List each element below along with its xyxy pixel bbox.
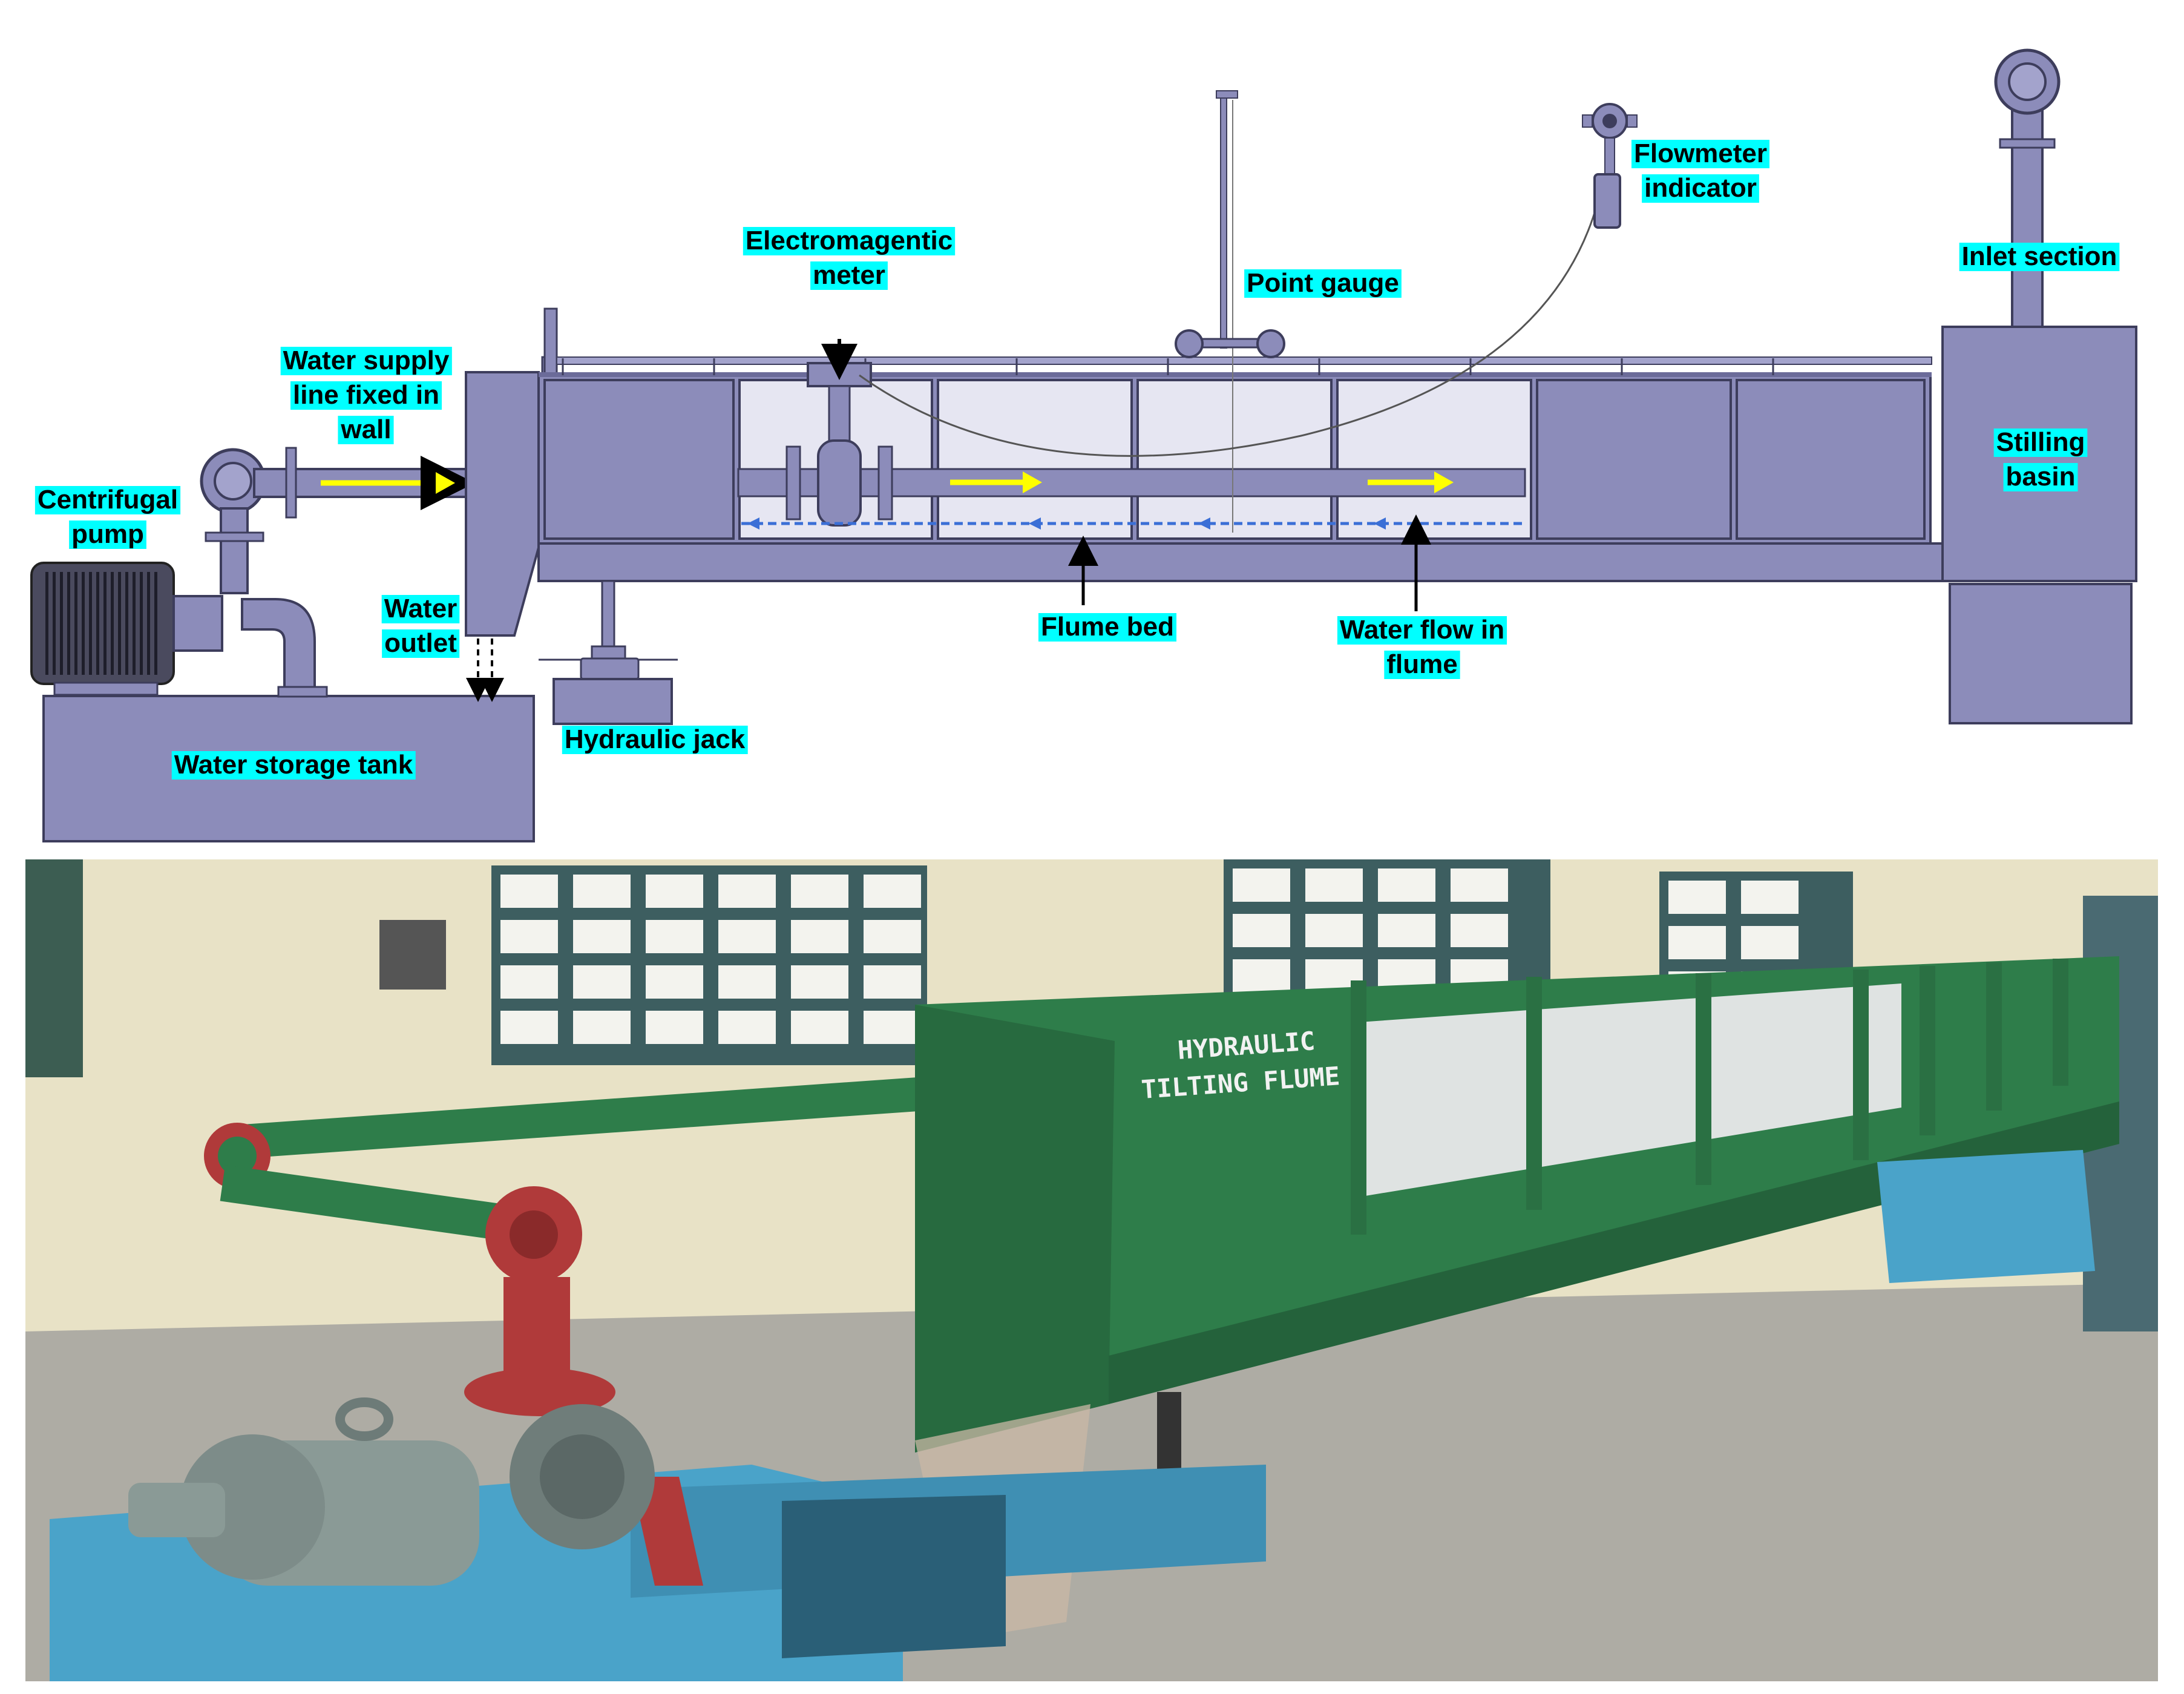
photo-wall-pipe xyxy=(204,1077,928,1250)
label-line: outlet xyxy=(384,628,457,658)
label-line: Water storage tank xyxy=(174,750,413,780)
label-point-gauge: Point gauge xyxy=(1244,268,1402,298)
label-line: Electromagentic xyxy=(746,226,953,255)
flume-schematic-diagram: Centrifugal pump Water supply line fixed in… xyxy=(30,48,2137,842)
label-line: Water flow in xyxy=(1340,615,1504,645)
flowmeter-indicator xyxy=(859,103,1638,457)
label-line: Inlet section xyxy=(1962,241,2117,271)
inlet-section-pipe xyxy=(1994,48,2061,328)
label-water-storage-tank: Water storage tank xyxy=(171,750,416,780)
label-line: flume xyxy=(1386,649,1457,679)
label-line: Flume bed xyxy=(1041,612,1174,642)
label-line: Point gauge xyxy=(1247,268,1399,298)
label-line: Water supply xyxy=(283,346,450,375)
centrifugal-pump xyxy=(200,448,328,698)
water-supply-pipe xyxy=(253,447,475,519)
stilling-basin xyxy=(1941,326,2137,724)
label-line: wall xyxy=(340,415,391,444)
label-line: Centrifugal xyxy=(38,485,178,514)
label-inlet-section: Inlet section xyxy=(1959,241,2120,271)
label-electromagnetic-meter: Electromagentic meter xyxy=(743,226,956,290)
label-line: indicator xyxy=(1644,173,1757,203)
label-hydraulic-jack: Hydraulic jack xyxy=(562,724,748,754)
label-line: line fixed in xyxy=(293,380,439,410)
point-gauge xyxy=(1175,90,1285,533)
flume-photograph: HYDRAULIC TILTING FLUME xyxy=(25,859,2158,1681)
label-flowmeter-indicator: Flowmeter indicator xyxy=(1631,139,1770,203)
electromagnetic-meter xyxy=(785,339,893,527)
label-line: Flowmeter xyxy=(1634,139,1767,168)
hydraulic-jack xyxy=(539,580,678,725)
label-stilling-basin: Stilling basin xyxy=(1993,427,2088,491)
label-water-supply-line: Water supply line fixed in wall xyxy=(280,346,452,444)
flume-body xyxy=(537,307,2130,582)
label-line: Water xyxy=(384,594,457,623)
label-flume-bed: Flume bed xyxy=(1038,612,1177,642)
label-line: basin xyxy=(2006,462,2076,491)
inner-pipe xyxy=(737,468,1526,497)
label-water-flow: Water flow in flume xyxy=(1337,615,1507,679)
outlet-box xyxy=(465,371,540,702)
label-line: Stilling xyxy=(1996,427,2085,457)
label-water-outlet: Water outlet xyxy=(381,594,460,658)
water-flow-dashed-line xyxy=(741,517,1522,530)
label-centrifugal-pump: Centrifugal pump xyxy=(34,485,181,549)
label-line: pump xyxy=(71,519,144,549)
photo-electric-box xyxy=(379,920,446,990)
label-line: Hydraulic jack xyxy=(565,724,746,754)
pump-motor xyxy=(30,562,223,696)
photo-motor-pump xyxy=(128,1397,655,1586)
photo-flume: HYDRAULIC TILTING FLUME xyxy=(915,956,2119,1513)
label-line: meter xyxy=(813,260,885,290)
